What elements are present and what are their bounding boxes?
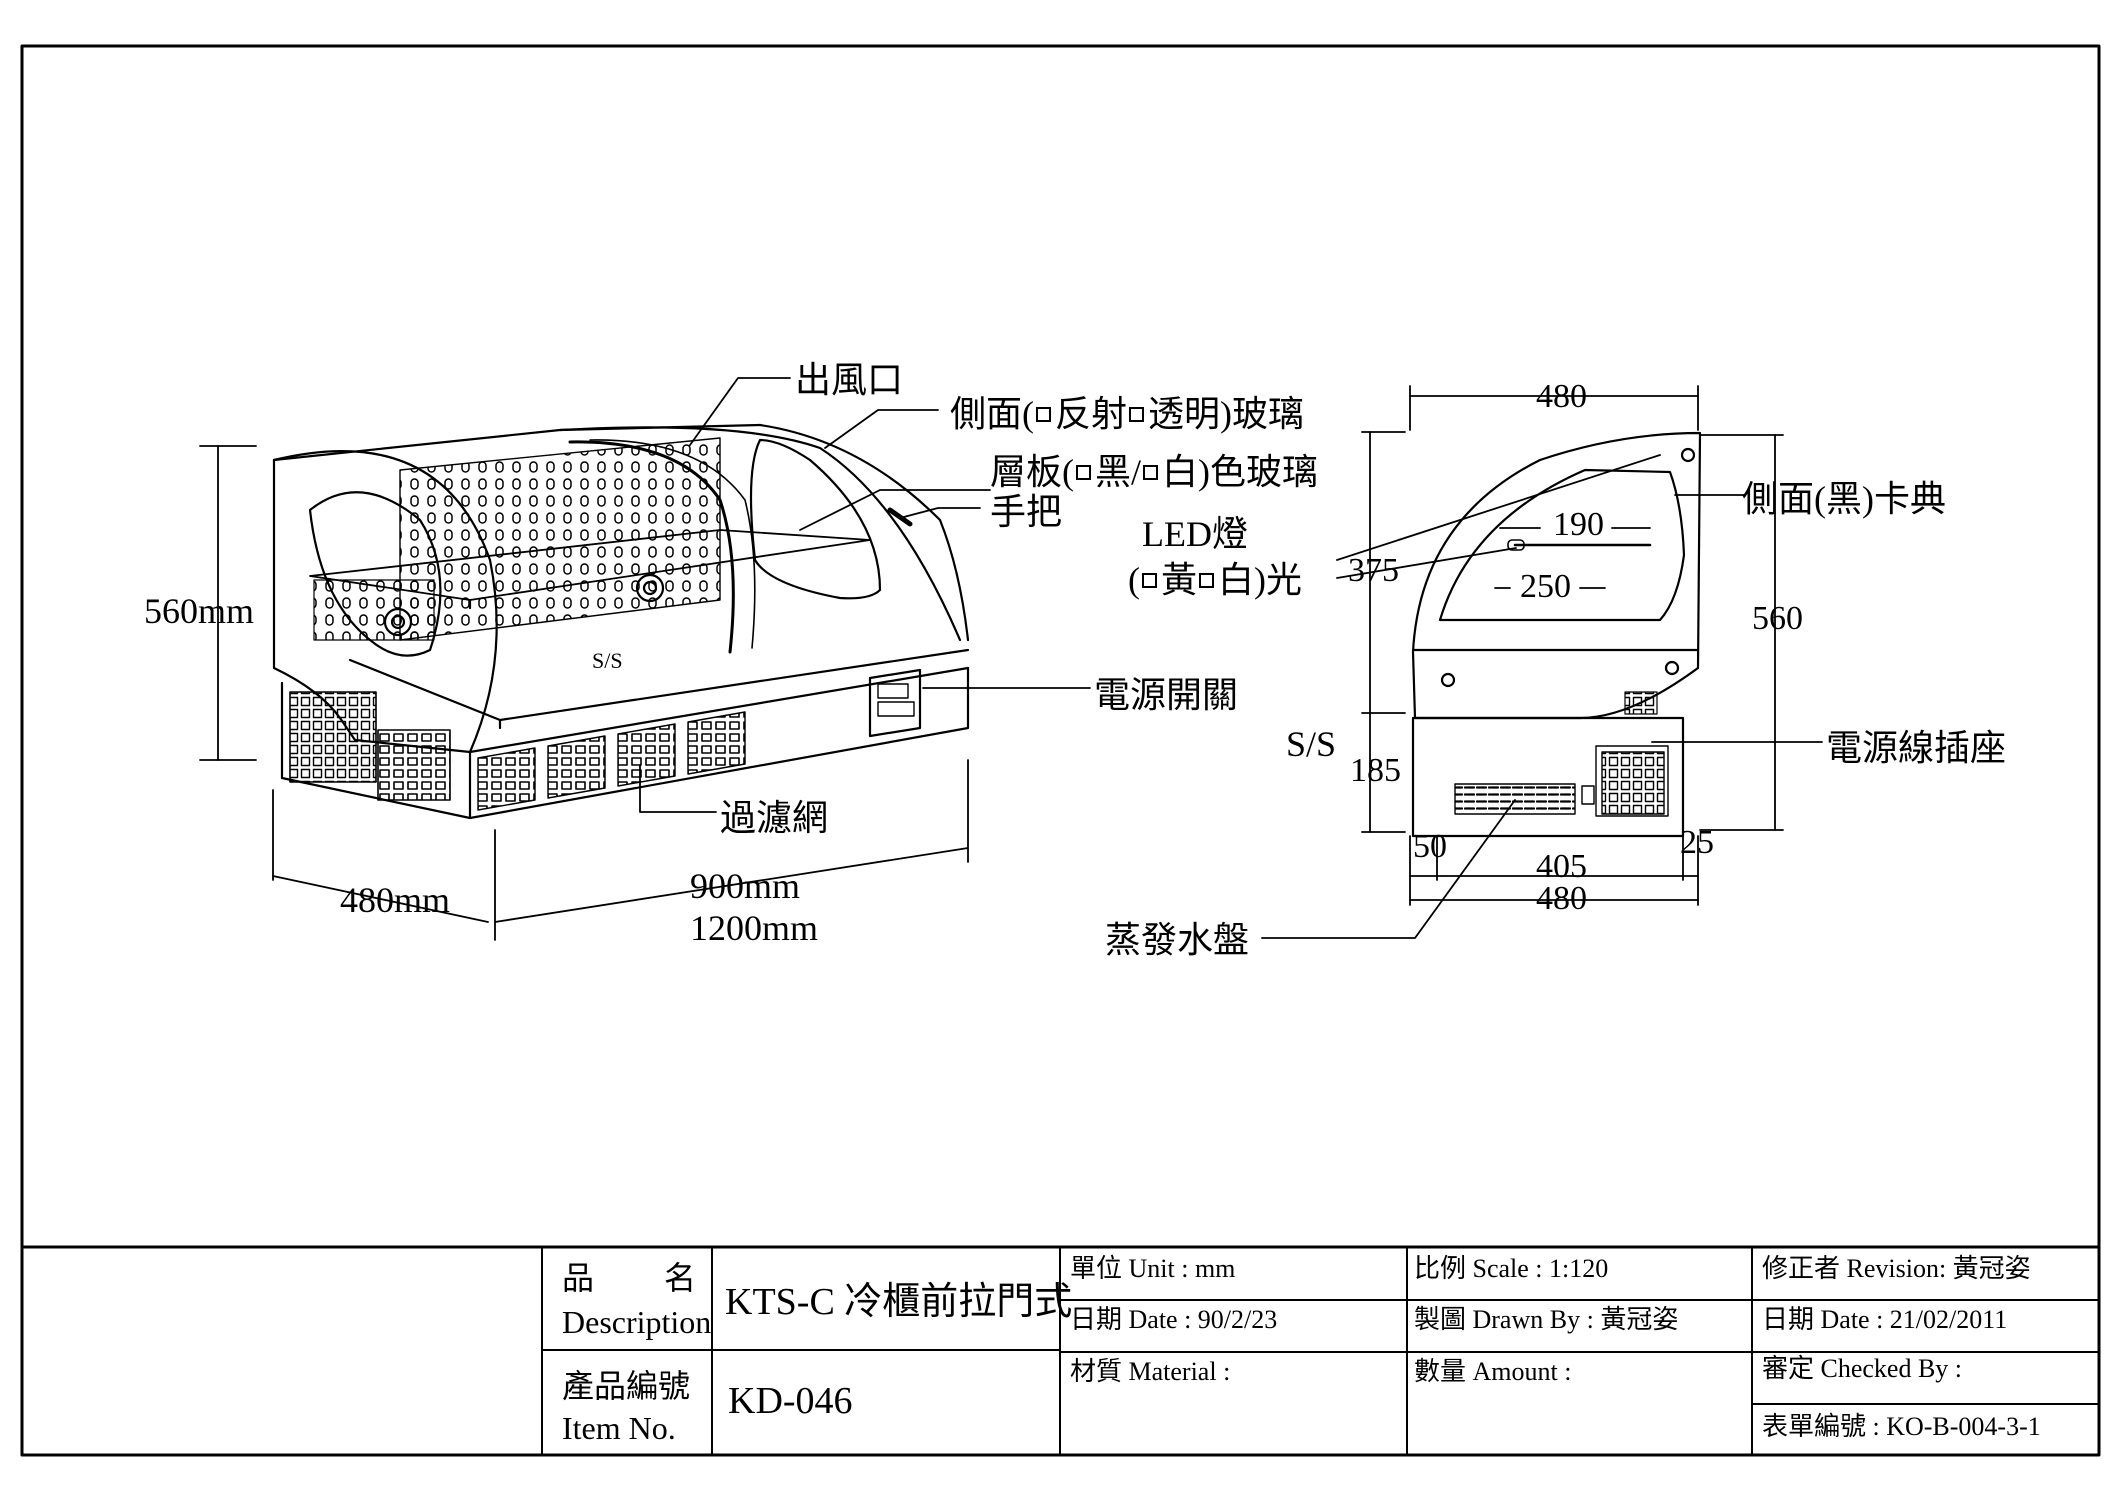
shelf-glass-callout: 層板(黑/白)色玻璃	[990, 452, 1319, 492]
air-outlet-callout: 出風口	[795, 360, 904, 400]
power-socket-callout: 電源線插座	[1826, 728, 2007, 768]
stainless-panel-label: S/S	[592, 648, 623, 673]
power-switch-callout: 電源開關	[1094, 675, 1239, 715]
checkbox-icon	[1036, 407, 1051, 423]
side-leaders	[1261, 454, 1823, 939]
side-dimensions	[1361, 385, 1784, 906]
revision-date-field: 日期 Date : 21/02/2011	[1762, 1305, 2008, 1334]
filter-callout: 過濾網	[720, 798, 829, 838]
checkbox-icon	[1142, 573, 1157, 589]
height-dimension-label: 560mm	[144, 591, 255, 631]
dim-base-inner: 405	[1536, 848, 1587, 885]
depth-dimension-label: 480mm	[340, 880, 451, 920]
amount-field: 數量 Amount :	[1414, 1357, 1572, 1386]
checkbox-icon	[1199, 573, 1215, 589]
side-stainless-label: S/S	[1286, 724, 1337, 764]
dim-total-height: 560	[1752, 600, 1803, 637]
side-glass-callout: 側面(反射透明)玻璃	[950, 394, 1305, 434]
checkbox-icon	[1129, 407, 1145, 423]
dim-right-inset: 25	[1680, 824, 1714, 861]
dim-glass-length: 250	[1520, 568, 1571, 605]
material-field: 材質 Material :	[1070, 1357, 1231, 1386]
led-light-callout: LED燈	[1142, 514, 1248, 554]
description-value: KTS-C 冷櫃前拉門式	[725, 1281, 1073, 1323]
checked-by-field: 審定 Checked By :	[1762, 1354, 1963, 1383]
date-field: 日期 Date : 90/2/23	[1070, 1305, 1278, 1334]
description-label-en: Description	[562, 1304, 712, 1340]
scale-field: 比例 Scale : 1:120	[1414, 1254, 1609, 1283]
revision-field: 修正者 Revision: 黃冠姿	[1762, 1254, 2031, 1283]
item-label-cn: 產品編號	[562, 1368, 691, 1404]
title-block-grid	[541, 1246, 2100, 1456]
side-acrylic-callout: 側面(黑)卡典	[1742, 479, 1946, 519]
dim-light-length: 190	[1553, 506, 1604, 543]
perspective-dimensions	[199, 445, 969, 941]
dim-upper-height: 375	[1348, 552, 1399, 589]
dim-lower-height: 185	[1350, 752, 1401, 789]
form-number-field: 表單編號 : KO-B-004-3-1	[1762, 1412, 2041, 1441]
perspective-leaders	[639, 377, 1091, 813]
handle-callout: 手把	[990, 492, 1063, 532]
dim-left-inset: 50	[1413, 828, 1447, 865]
unit-field: 單位 Unit : mm	[1070, 1254, 1236, 1283]
perspective-view	[272, 423, 970, 820]
side-view	[1411, 431, 1702, 838]
item-label-en: Item No.	[562, 1410, 676, 1446]
drawn-by-field: 製圖 Drawn By : 黃冠姿	[1414, 1305, 1679, 1334]
dim-base-width: 480	[1536, 880, 1587, 917]
checkbox-icon	[1143, 465, 1159, 481]
description-label-cn: 品 名	[562, 1260, 699, 1296]
drain-tray-callout: 蒸發水盤	[1105, 920, 1250, 960]
checkbox-icon	[1076, 465, 1091, 481]
item-value: KD-046	[728, 1380, 853, 1422]
dim-top-width: 480	[1536, 378, 1587, 415]
led-color-callout: (黃白)光	[1128, 560, 1303, 600]
width-dimension-label-2: 1200mm	[690, 908, 819, 948]
width-dimension-label-1: 900mm	[690, 866, 801, 906]
